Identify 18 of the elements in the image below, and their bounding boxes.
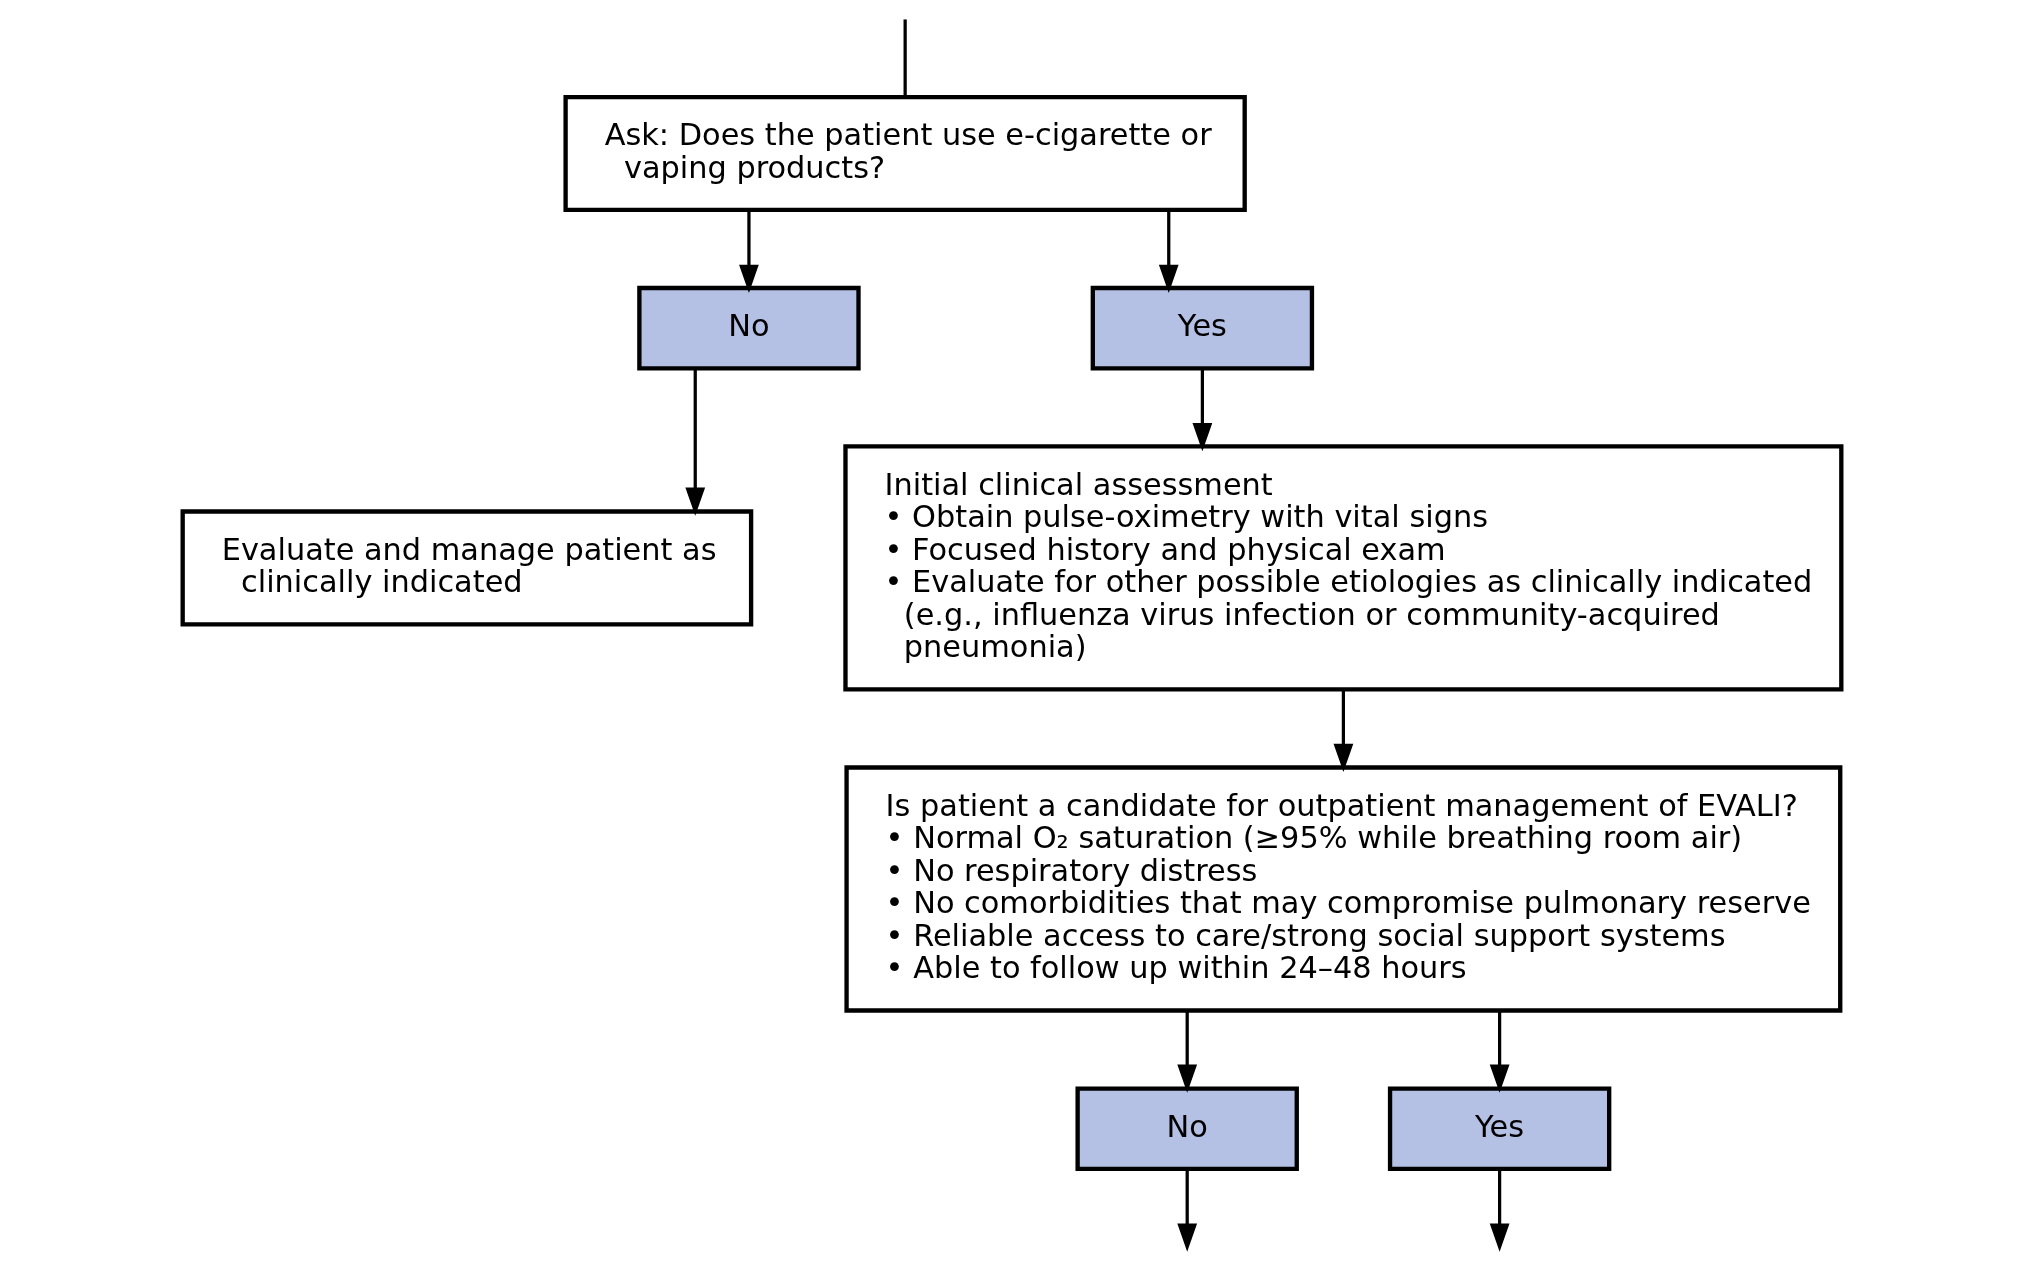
arrow: [738, 210, 759, 293]
arrow: [1489, 1169, 1509, 1252]
node-box: Yes: [1090, 285, 1314, 371]
node-box: Yes: [1387, 1086, 1611, 1172]
arrow: [1192, 368, 1212, 452]
arrow: [1158, 210, 1179, 293]
node-box: No: [636, 285, 861, 371]
arrow: [684, 368, 705, 516]
arrow: [1489, 1011, 1509, 1093]
node-box: Is patient a candidate for outpatient management of EVALI? • Normal O₂ saturation (≥95% while breathing room air) • No respiratory distress • No comorbidities that may compromise pulmonary reserve • Reliable access to care/strong social support systems • Able to follow up within 24–48 hours: [843, 765, 1842, 1013]
arrow: [1176, 1011, 1197, 1093]
arrow: [1176, 1169, 1197, 1252]
node-box: No: [1074, 1086, 1299, 1172]
arrow: [1333, 690, 1353, 772]
connector: [903, 19, 907, 97]
node-box: Evaluate and manage patient as clinically indicated: [180, 509, 753, 627]
node-box: Ask: Does the patient use e-cigarette or vaping products?: [562, 94, 1247, 213]
node-box: Initial clinical assessment • Obtain pulse-oximetry with vital signs • Focused history and physical exam • Evaluate for other possible etiologies as clinically indicated (e.g., influenza virus infection or community-acquired pneumonia): [842, 444, 1843, 692]
